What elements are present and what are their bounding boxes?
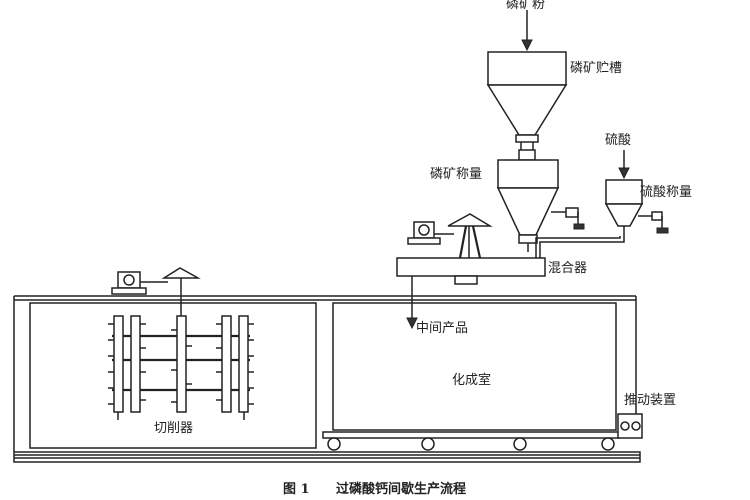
phosphate-weigher <box>496 159 585 252</box>
intermediate-product-label: 中间产品 <box>416 321 468 336</box>
curing-car <box>322 431 620 451</box>
silo-weigher-connector <box>518 142 536 161</box>
mixer <box>396 213 546 330</box>
mixer-label: 混合器 <box>548 261 587 276</box>
cutter <box>108 315 254 420</box>
acid-weigher-label: 硫酸称量 <box>640 185 692 200</box>
cutter-label: 切削器 <box>154 421 193 436</box>
phosphate-feed-arrow <box>521 10 533 52</box>
figure-number: 图 1 <box>283 482 310 497</box>
rail-track <box>13 451 641 463</box>
phosphate-powder-label: 磷矿粉 <box>506 0 545 12</box>
pusher-device <box>617 413 643 439</box>
phosphate-weigher-label: 磷矿称量 <box>430 167 482 182</box>
frame-rails <box>13 295 637 452</box>
pusher-label: 推动装置 <box>624 393 676 408</box>
sulfuric-acid-arrow <box>618 150 630 180</box>
phosphate-silo-label: 磷矿贮槽 <box>570 61 622 76</box>
figure-caption: 过磷酸钙间歇生产流程 <box>336 481 466 497</box>
curing-room-label: 化成室 <box>452 372 491 388</box>
acid-weigher <box>604 179 669 236</box>
sulfuric-acid-label: 硫酸 <box>605 133 631 148</box>
cutter-motor <box>111 267 201 318</box>
cutter-room <box>29 302 317 449</box>
curing-room <box>332 302 617 431</box>
acid-pipe-outer <box>535 236 621 258</box>
phosphate-silo <box>486 51 568 143</box>
acid-pipe <box>539 236 625 258</box>
